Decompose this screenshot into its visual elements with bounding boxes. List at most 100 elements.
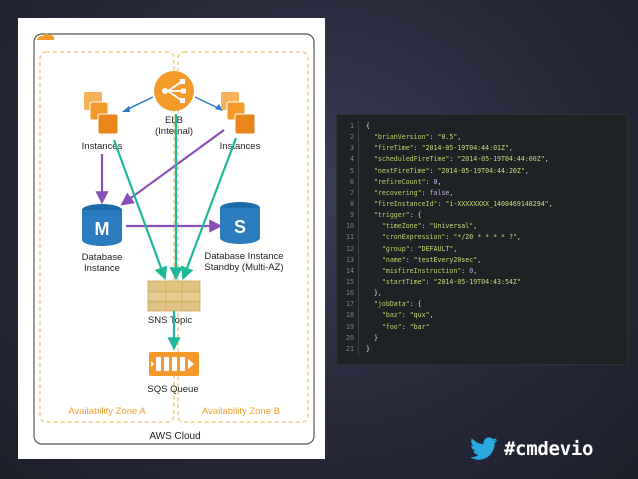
left-instances-to-sns-arrow (112, 139, 168, 281)
database-label-line1: Database (82, 252, 123, 263)
code-line: 16 }, (337, 288, 627, 300)
code-line: 17 "jobData": { (337, 299, 627, 311)
line-number: 20 (346, 333, 354, 342)
code-line: 21} (337, 343, 627, 355)
code-text: "recovering": false, (373, 188, 454, 197)
code-line: 10 "timeZone": "Universal", (337, 221, 627, 233)
code-text: "group": "DEFAULT", (381, 244, 458, 253)
aws-cloud-label: AWS Cloud (149, 431, 200, 442)
code-line: 15 "startTime": "2014-05-19T04:43:54Z" (337, 276, 627, 289)
hashtag-text: #cmdevio (504, 438, 594, 460)
line-number: 16 (346, 289, 354, 298)
elb-sublabel: (Internal) (155, 126, 193, 137)
line-number: 14 (346, 266, 354, 275)
line-number: 2 (350, 133, 354, 142)
availability-zone-b (177, 51, 309, 423)
code-line: 20 } (337, 332, 627, 344)
code-line: 14 "misfireInstruction": 0, (337, 265, 627, 277)
left-instances-label: Instances (82, 141, 123, 152)
code-text: "refireCount": 0, (373, 177, 442, 186)
svg-text:M: M (95, 219, 110, 239)
code-line: 11 "cronExpression": "*/20 * * * * ?", (337, 232, 627, 244)
elb-icon (154, 71, 194, 111)
svg-text:S: S (234, 217, 246, 237)
code-text: "timeZone": "Universal", (381, 222, 478, 231)
code-text: "fireInstanceId": "i-XXXXXXXX_1400469148… (373, 199, 553, 208)
line-number: 17 (346, 300, 354, 309)
code-line: 18 "baz": "qux", (337, 310, 627, 322)
aws-cloud-boundary (33, 33, 315, 445)
line-number: 3 (350, 144, 354, 153)
code-line: 9 "trigger": { (337, 210, 627, 222)
code-text: } (366, 344, 370, 353)
code-line: 12 "group": "DEFAULT", (337, 243, 627, 255)
code-line: 1{ (337, 121, 627, 133)
code-text: } (366, 333, 378, 342)
line-number: 21 (346, 344, 354, 353)
twitter-bird-icon (470, 437, 498, 460)
code-line: 3 "fireTime": "2014-05-19T04:44:01Z", (337, 143, 627, 155)
code-line: 6 "refireCount": 0, (337, 176, 627, 188)
code-text: "nextFireTime": "2014-05-19T04:44:20Z", (373, 166, 529, 175)
code-line: 5 "nextFireTime": "2014-05-19T04:44:20Z"… (337, 165, 627, 177)
line-number: 8 (350, 199, 354, 208)
database-standby-label-line1: Database Instance (204, 251, 283, 262)
zone-a-label: Availability Zone A (68, 406, 146, 417)
line-number: 7 (350, 188, 354, 197)
line-number: 10 (346, 222, 354, 231)
sns-topic-label: SNS Topic (148, 315, 192, 326)
code-text: { (366, 122, 370, 130)
code-line: 2 "brianVersion": "0.5", (337, 132, 627, 144)
code-line: 7 "recovering": false, (337, 187, 627, 199)
line-number: 15 (346, 277, 354, 286)
left-instances-icon (84, 92, 119, 135)
line-number: 1 (350, 122, 354, 130)
aws-architecture-diagram: AWS Cloud Availability Zone A Availabili… (33, 33, 315, 445)
line-number: 9 (350, 211, 354, 220)
database-label-line2: Instance (84, 263, 120, 274)
line-number: 18 (346, 311, 354, 320)
code-text: "misfireInstruction": 0, (381, 266, 478, 275)
code-line: 8 "fireInstanceId": "i-XXXXXXXX_14004691… (337, 198, 627, 211)
elb-to-right-instances-arrow (194, 96, 219, 109)
code-text: "baz": "qux", (381, 311, 434, 320)
right-instances-to-db-arrow (120, 129, 225, 206)
code-text: }, (366, 289, 382, 298)
code-text: "cronExpression": "*/20 * * * * ?", (381, 233, 521, 242)
code-text: "jobData": { (373, 300, 422, 309)
line-number: 13 (346, 255, 354, 264)
line-number: 11 (346, 233, 354, 242)
line-number: 5 (350, 166, 354, 175)
line-number: 12 (346, 244, 354, 253)
code-text: "startTime": "2014-05-19T04:43:54Z" (381, 277, 521, 286)
elb-label: ELB (165, 115, 183, 126)
json-code-block: 1{2 "brianVersion": "0.5",3 "fireTime": … (336, 114, 628, 365)
code-text: "name": "testEvery20sec", (381, 255, 482, 264)
code-text: "brianVersion": "0.5", (373, 133, 462, 142)
sqs-queue-label: SQS Queue (147, 384, 198, 395)
code-text: "fireTime": "2014-05-19T04:44:01Z", (373, 144, 513, 153)
code-text: "trigger": { (373, 211, 422, 220)
availability-zone-a (39, 51, 175, 423)
code-text: "scheduledFireTime": "2014-05-19T04:44:0… (373, 155, 549, 164)
code-line: 19 "foo": "bar" (337, 321, 627, 333)
database-standby-icon: S (220, 202, 260, 244)
right-instances-label: Instances (220, 141, 261, 152)
database-standby-label-line2: Standby (Multi-AZ) (204, 262, 283, 273)
architecture-diagram-panel: AWS Cloud Availability Zone A Availabili… (18, 18, 325, 459)
zone-b-label: Availability Zone B (202, 406, 280, 417)
database-instance-icon: M (82, 204, 122, 246)
right-instances-to-sns-arrow (180, 137, 238, 281)
line-number: 6 (350, 177, 354, 186)
sns-topic-icon (147, 280, 201, 312)
code-text: "foo": "bar" (381, 322, 430, 331)
line-number: 4 (350, 155, 354, 164)
sqs-queue-icon (149, 352, 199, 376)
code-line: 4 "scheduledFireTime": "2014-05-19T04:44… (337, 154, 627, 166)
code-line: 13 "name": "testEvery20sec", (337, 254, 627, 266)
elb-to-left-instances-arrow (125, 96, 154, 111)
aws-cloud-icon (37, 33, 55, 40)
right-instances-icon (221, 92, 256, 135)
brand-hashtag: #cmdevio (470, 432, 630, 466)
line-number: 19 (346, 322, 354, 331)
